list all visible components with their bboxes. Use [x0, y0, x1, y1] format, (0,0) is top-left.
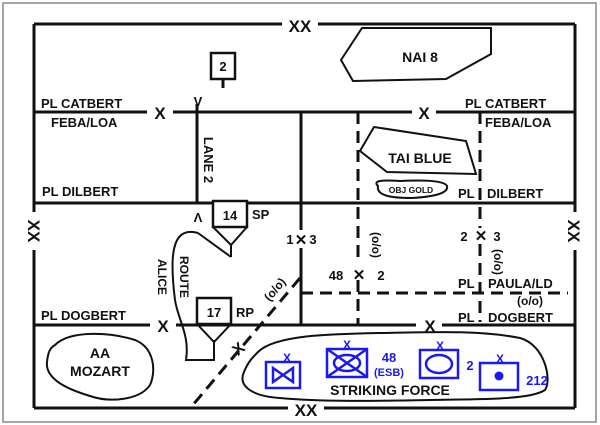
oo-label-diagonal: (o/o): [261, 275, 288, 304]
route-alice: [171, 230, 232, 361]
unit-2-label: 48: [382, 350, 396, 365]
sp-number: 14: [223, 208, 238, 223]
unit-2-echelon: X: [343, 338, 351, 352]
pl-catbert-right-label: PL CATBERT: [465, 96, 546, 111]
unit-4-label: 212: [526, 373, 548, 388]
unit-symbol-engineer: [264, 360, 302, 390]
start-point-14: [211, 199, 249, 257]
unit-symbol-212: [478, 361, 520, 392]
pl-paula-oo: (o/o): [517, 294, 543, 308]
feba-left-label: FEBA/LOA: [51, 115, 118, 130]
tai-blue-area: [358, 125, 478, 176]
pl-paula-pl: PL: [458, 276, 475, 291]
unit-4-echelon: X: [496, 352, 504, 366]
lane-bottom-chevron: Λ: [194, 210, 203, 225]
alice-label: ALICE: [155, 259, 169, 295]
division-marker-bottom: XX: [295, 401, 318, 420]
rp-label: RP: [236, 305, 254, 320]
boundary-1-label: 1: [286, 232, 293, 247]
pl-catbert-left-label: PL CATBERT: [41, 96, 122, 111]
diagonal-boundary: [190, 277, 302, 407]
brigade-x-catbert-left: X: [154, 104, 166, 123]
lane-top-chevron: V: [194, 94, 203, 109]
pl-dilbert-right-pl: PL: [458, 186, 475, 201]
division-marker-right: XX: [564, 220, 583, 243]
aa-label-line1: AA: [90, 345, 110, 361]
aa-mozart-area: [45, 332, 155, 401]
unit-3-echelon: X: [436, 339, 444, 353]
unit-2-sublabel: (ESB): [374, 367, 404, 379]
boundary-2-label: 2: [377, 268, 384, 283]
pl-dogbert-left-label: PL DOGBERT: [41, 308, 126, 323]
tai-label: TAI BLUE: [388, 150, 452, 166]
unit-box-2-label: 2: [219, 59, 226, 74]
boundary-3b-label: 3: [493, 229, 500, 244]
obj-label: OBJ GOLD: [389, 185, 433, 195]
nai-8-area: [339, 27, 492, 83]
boundary-3-label: 3: [309, 232, 316, 247]
division-boundary: [32, 22, 577, 410]
unit-symbol-armor-2: [418, 348, 460, 380]
oo-label-vertical-2: (o/o): [491, 249, 505, 275]
brigade-x-dogbert-left: X: [157, 317, 169, 336]
boundary-x-48-2: ✕: [353, 267, 366, 284]
brigade-x-catbert-mid: X: [418, 104, 430, 123]
nai-label: NAI 8: [402, 49, 438, 65]
striking-force-area: [241, 331, 549, 402]
pl-paula-label: PAULA/LD: [488, 276, 553, 291]
pl-dilbert-right-label: DILBERT: [487, 186, 543, 201]
boundary-48-label: 48: [329, 268, 343, 283]
route-label: ROUTE: [177, 256, 191, 298]
unit-box-2: [209, 51, 237, 81]
division-marker-left: XX: [24, 220, 43, 243]
pl-dogbert-right-pl: PL: [458, 310, 475, 325]
rp-number: 17: [207, 305, 221, 320]
sp-label: SP: [252, 207, 270, 222]
unit-3-label: 2: [466, 358, 473, 373]
division-marker-top: XX: [289, 17, 312, 36]
pl-dogbert-right-label: DOGBERT: [488, 310, 553, 325]
striking-force-label: STRIKING FORCE: [330, 382, 450, 398]
oo-label-vertical-1: (o/o): [369, 232, 383, 258]
release-point-17: [195, 296, 233, 344]
aa-label-line2: MOZART: [70, 363, 130, 379]
unit-symbol-armored-engineer-48: [325, 347, 369, 379]
unit-1-echelon: X: [283, 351, 291, 365]
pl-dilbert-left-label: PL DILBERT: [42, 184, 118, 199]
boundary-x-1-3: ✕: [295, 232, 308, 249]
boundary-x-2-3: ✕: [475, 228, 488, 245]
obj-gold-area: [375, 179, 449, 200]
lane-2-label: LANE 2: [201, 137, 216, 183]
boundary-2b-label: 2: [460, 229, 467, 244]
feba-right-label: FEBA/LOA: [485, 115, 552, 130]
